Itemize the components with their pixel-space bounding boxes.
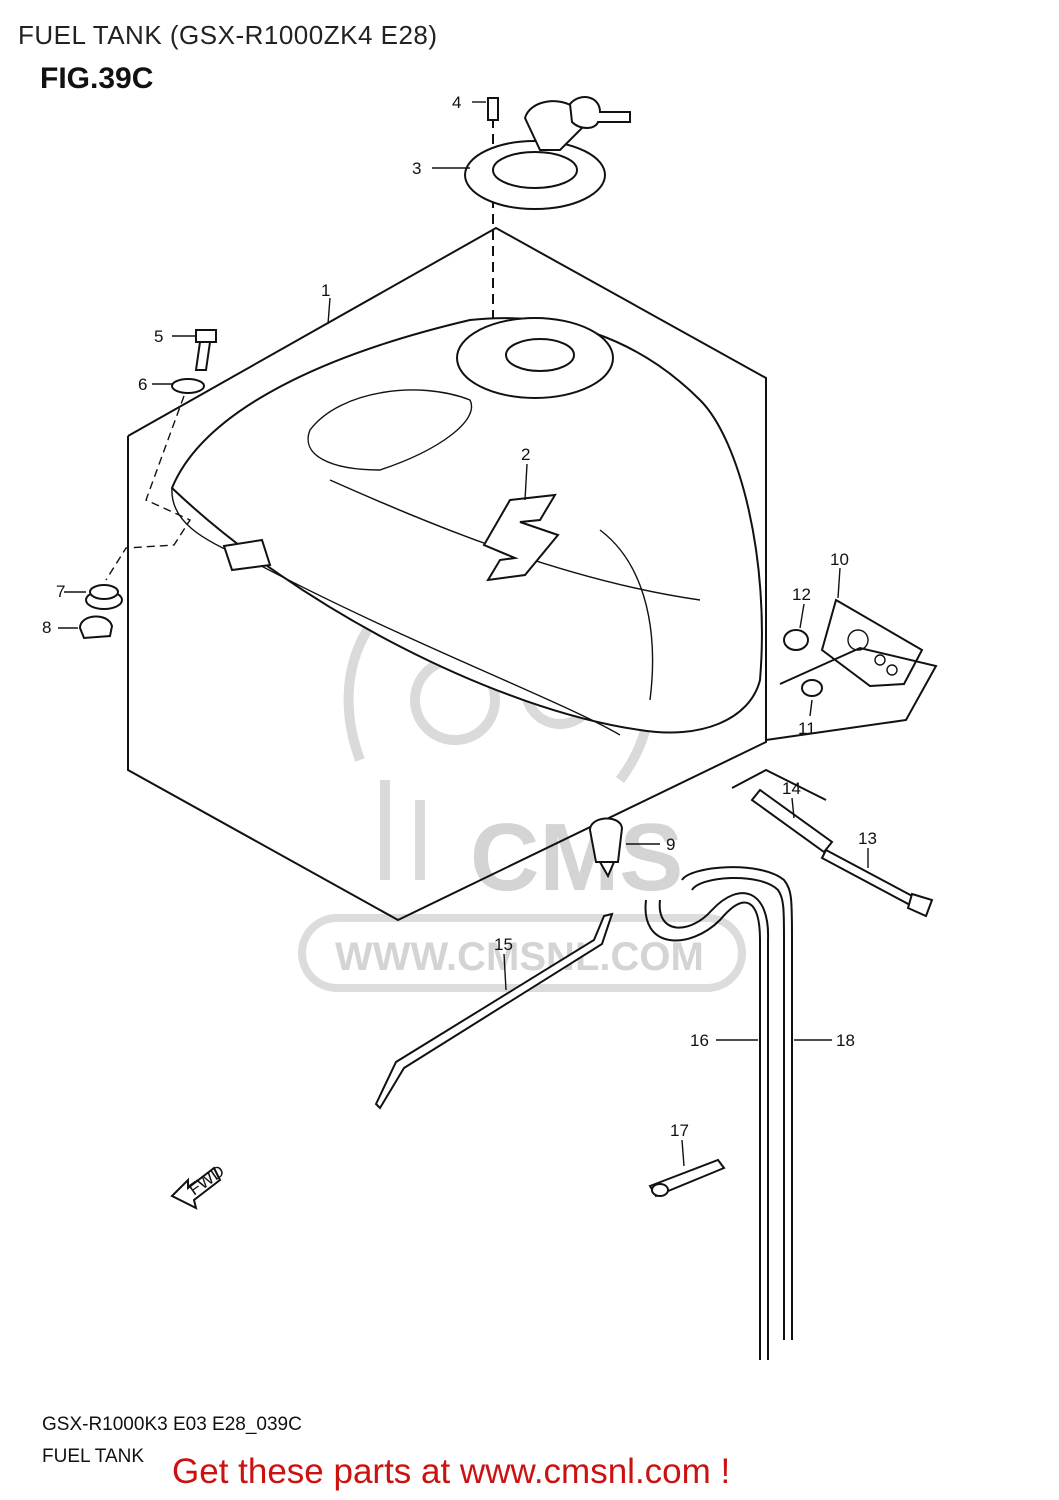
callout-13: 13 <box>858 829 877 848</box>
bolt-13 <box>820 848 934 918</box>
cushion-12 <box>783 629 809 651</box>
callout-numbers: 4 3 1 5 6 2 7 8 9 10 12 11 14 13 15 16 1… <box>42 93 877 1140</box>
callout-17: 17 <box>670 1121 689 1140</box>
diagram-name: FUEL TANK <box>42 1446 145 1467</box>
collar-8 <box>78 615 114 640</box>
hose-16 <box>644 892 770 1360</box>
callout-7: 7 <box>56 582 65 601</box>
callout-12: 12 <box>792 585 811 604</box>
cap-9 <box>588 817 624 879</box>
callout-1: 1 <box>321 281 330 300</box>
svg-text:FWD: FWD <box>185 1161 228 1199</box>
callout-4: 4 <box>452 93 461 112</box>
hose-18 <box>681 866 793 1340</box>
callout-2: 2 <box>521 445 530 464</box>
callout-leaders <box>58 101 869 1167</box>
bolt-11 <box>801 679 823 697</box>
diagram-code: GSX-R1000K3 E03 E28_039C <box>42 1414 302 1435</box>
callout-5: 5 <box>154 327 163 346</box>
rod-14 <box>750 788 834 854</box>
callout-10: 10 <box>830 550 849 569</box>
drain-pipe-15 <box>374 912 614 1110</box>
callout-16: 16 <box>690 1031 709 1050</box>
grommet-7 <box>85 584 123 610</box>
fuel-tank-body <box>170 317 763 736</box>
tank-outline-box <box>127 226 767 922</box>
bracket-outline <box>765 646 938 741</box>
cta-link[interactable]: Get these parts at www.cmsnl.com ! <box>172 1452 731 1491</box>
suzuki-emblem <box>482 493 560 582</box>
clamp-17 <box>648 1158 726 1198</box>
callout-15: 15 <box>494 935 513 954</box>
bolt-5 <box>194 329 217 371</box>
fuel-cap-assembly <box>464 96 631 210</box>
callout-3: 3 <box>412 159 421 178</box>
rod-outline <box>731 768 827 801</box>
callout-11: 11 <box>798 719 816 738</box>
callout-18: 18 <box>836 1031 855 1050</box>
svg-text:CMS: CMS <box>470 804 683 911</box>
svg-text:WWW.CMSNL.COM: WWW.CMSNL.COM <box>335 935 704 979</box>
diagram-header-title: FUEL TANK (GSX-R1000ZK4 E28) <box>18 20 438 50</box>
washer-6 <box>171 378 205 394</box>
callout-14: 14 <box>782 779 801 798</box>
bracket-10 <box>820 598 924 688</box>
callout-9: 9 <box>666 835 675 854</box>
callout-8: 8 <box>42 618 51 637</box>
callout-6: 6 <box>138 375 147 394</box>
forward-direction-arrow: FWD <box>170 1161 228 1210</box>
figure-number: FIG.39C <box>40 62 154 95</box>
